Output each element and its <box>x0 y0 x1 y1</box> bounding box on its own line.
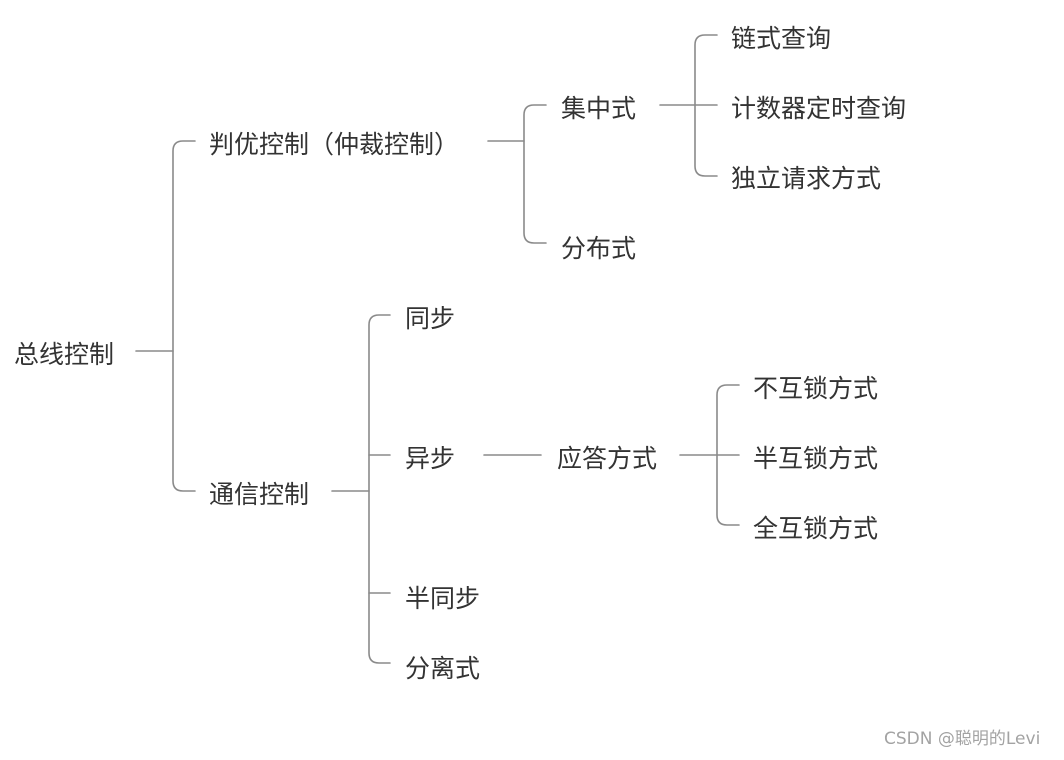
node-root: 总线控制 <box>14 340 115 369</box>
node-communication: 通信控制 <box>209 480 310 509</box>
watermark: CSDN @聪明的Levi <box>884 729 1041 749</box>
connector-arbitration-bracket <box>523 104 547 244</box>
node-sync: 同步 <box>405 304 456 333</box>
node-distributed: 分布式 <box>561 234 637 263</box>
node-counter-polling: 计数器定时查询 <box>731 94 907 123</box>
connector-root-bracket <box>172 140 196 492</box>
node-centralized: 集中式 <box>561 94 637 123</box>
node-split: 分离式 <box>405 654 481 683</box>
node-handshake: 应答方式 <box>557 444 658 473</box>
node-semi-interlocked: 半互锁方式 <box>753 444 879 473</box>
node-daisy-chain: 链式查询 <box>731 24 832 53</box>
node-non-interlocked: 不互锁方式 <box>753 374 879 403</box>
node-fully-interlocked: 全互锁方式 <box>753 514 879 543</box>
node-independent-request: 独立请求方式 <box>731 164 882 193</box>
node-async: 异步 <box>405 444 456 473</box>
connector-communication-bracket <box>368 314 391 664</box>
node-arbitration: 判优控制（仲裁控制） <box>209 130 460 159</box>
node-semi-sync: 半同步 <box>405 584 481 613</box>
